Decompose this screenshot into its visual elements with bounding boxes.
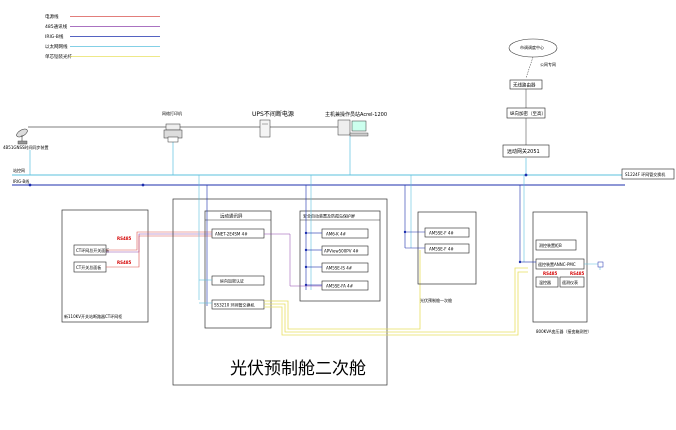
right-device-3	[535, 276, 559, 288]
svg-text:800KVA变压器（接变箱测控）: 800KVA变压器（接变箱测控）	[536, 328, 591, 334]
svg-text:遥测仪表: 遥测仪表	[562, 279, 578, 285]
legend: 电源线 485通讯线 IRIG-B线 以太网网线 单芯铠装光纤	[45, 13, 160, 60]
legend-item-485: 485通讯线	[45, 23, 160, 30]
gps-sync-device: 4B51GNSS时间同步装置	[3, 128, 49, 150]
computer-icon	[337, 119, 369, 137]
svg-text:RS485: RS485	[117, 260, 132, 265]
rs485-links-left	[106, 231, 212, 268]
svg-text:485通讯线: 485通讯线	[45, 23, 68, 30]
ups-power: UPS不间断电源	[252, 110, 294, 138]
satellite-dish-icon	[16, 128, 28, 145]
remote-device-1	[211, 228, 265, 239]
svg-text:电源线: 电源线	[45, 13, 59, 20]
svg-text:远动网关2051: 远动网关2051	[507, 148, 540, 155]
svg-text:CT开关总面板: CT开关总面板	[76, 264, 101, 270]
fiber-links	[264, 250, 528, 336]
right-device-4	[559, 276, 585, 288]
svg-text:RS485: RS485	[543, 271, 558, 276]
right-device-1	[535, 239, 577, 251]
legend-item-ethernet: 以太网网线	[45, 43, 160, 50]
svg-text:新110KV开关站断路器CT环网柜: 新110KV开关站断路器CT环网柜	[64, 313, 122, 319]
main-cabin-links	[198, 175, 322, 306]
svg-text:公网专网: 公网专网	[540, 61, 556, 67]
host-workstation: 主机兼操作员站Acrel-1200	[325, 111, 387, 137]
legend-item-irig: IRIG-B线	[45, 33, 160, 40]
printer-icon	[163, 123, 183, 143]
pv-links	[403, 175, 425, 249]
svg-text:单芯铠装光纤: 单芯铠装光纤	[45, 53, 72, 60]
main-cabin: 光伏预制舱二次舱 远动通讯屏 ANET-2E4SM 4# 纵向加密认证 SS32…	[172, 198, 388, 386]
svg-text:RS485: RS485	[570, 271, 585, 276]
svg-text:CT环网总开关面板: CT环网总开关面板	[76, 247, 109, 253]
svg-text:S1224F 环网管交换机: S1224F 环网管交换机	[625, 171, 665, 177]
svg-text:RS485: RS485	[117, 236, 132, 241]
svg-text:温控器: 温控器	[539, 279, 551, 285]
svg-text:4B51GNSS时间同步装置: 4B51GNSS时间同步装置	[3, 144, 49, 150]
svg-text:AM5SE-F 4#: AM5SE-F 4#	[429, 231, 454, 236]
bus-lines: 站控网 IRIG-B线	[12, 126, 625, 187]
svg-text:纵向加密认证: 纵向加密认证	[220, 278, 244, 284]
remote-comm-cabinet	[204, 210, 272, 329]
left-cabinet: 新110KV开关站断路器CT环网柜 CT环网总开关面板 CT开关总面板 RS48…	[61, 209, 149, 323]
right-links	[518, 175, 604, 270]
svg-text:安全自动装置及防孤岛保护屏: 安全自动装置及防孤岛保护屏	[303, 213, 355, 219]
wireless-router: 无线路由器	[509, 79, 543, 90]
svg-text:ANET-2E4SM 4#: ANET-2E4SM 4#	[215, 232, 248, 237]
protect-device-4	[321, 280, 369, 291]
remote-device-2	[211, 275, 265, 286]
dispatch-center: 市调调度中心 公网专网	[508, 38, 558, 79]
svg-text:AM5SE-FA 4#: AM5SE-FA 4#	[326, 284, 354, 289]
svg-text:纵向加密（至高）: 纵向加密（至高）	[510, 110, 546, 117]
svg-text:无线路由器: 无线路由器	[513, 82, 536, 89]
svg-text:SS3210 环网管交换机: SS3210 环网管交换机	[214, 302, 255, 308]
pv-device-1	[424, 227, 470, 238]
pv-device-2	[424, 243, 470, 254]
protect-device-3	[321, 262, 369, 273]
svg-text:APView500PV 4#: APView500PV 4#	[324, 249, 359, 254]
right-cabinet: 测控装置柜B 遥控装置ANNC-PMC 温控器 遥测仪表 800KVA变压器（接…	[532, 211, 591, 334]
protection-cabinet	[299, 210, 381, 302]
svg-text:站控网: 站控网	[13, 167, 25, 173]
svg-text:遥控装置ANNC-PMC: 遥控装置ANNC-PMC	[538, 261, 576, 267]
svg-text:IRIG-B线: IRIG-B线	[13, 178, 29, 184]
ups-icon	[259, 119, 271, 138]
protect-device-2	[321, 245, 369, 256]
svg-text:以太网网线: 以太网网线	[45, 43, 68, 50]
svg-text:光伏预制舱一次舱: 光伏预制舱一次舱	[420, 297, 452, 303]
protect-device-1	[321, 228, 369, 239]
legend-item-fiber: 单芯铠装光纤	[45, 53, 160, 60]
svg-text:AM6-K 4#: AM6-K 4#	[326, 232, 347, 237]
legend-item-power: 电源线	[45, 13, 160, 20]
svg-text:市调调度中心: 市调调度中心	[520, 44, 544, 50]
svg-text:光伏预制舱二次舱: 光伏预制舱二次舱	[230, 359, 366, 379]
pv-cabinet: AM5SE-F 4# AM5SE-F 4# 光伏预制舱一次舱	[417, 211, 477, 303]
remote-gateway: 远动网关2051	[502, 144, 550, 158]
svg-text:IRIG-B线: IRIG-B线	[45, 33, 64, 40]
svg-text:远动通讯屏: 远动通讯屏	[220, 213, 243, 220]
remote-device-3	[211, 299, 265, 310]
network-printer: 网络打印机	[162, 110, 183, 143]
svg-text:AM5SE-IS 4#: AM5SE-IS 4#	[326, 266, 353, 271]
longitudinal-encryption: 纵向加密（至高）	[506, 107, 546, 119]
svg-text:网络打印机: 网络打印机	[162, 110, 182, 116]
svg-text:测控装置柜B: 测控装置柜B	[539, 242, 562, 248]
main-ring-switch: S1224F 环网管交换机	[621, 168, 675, 180]
svg-text:UPS不间断电源: UPS不间断电源	[252, 110, 294, 118]
svg-text:AM5SE-F 4#: AM5SE-F 4#	[429, 247, 454, 252]
svg-text:主机兼操作员站Acrel-1200: 主机兼操作员站Acrel-1200	[325, 111, 387, 118]
